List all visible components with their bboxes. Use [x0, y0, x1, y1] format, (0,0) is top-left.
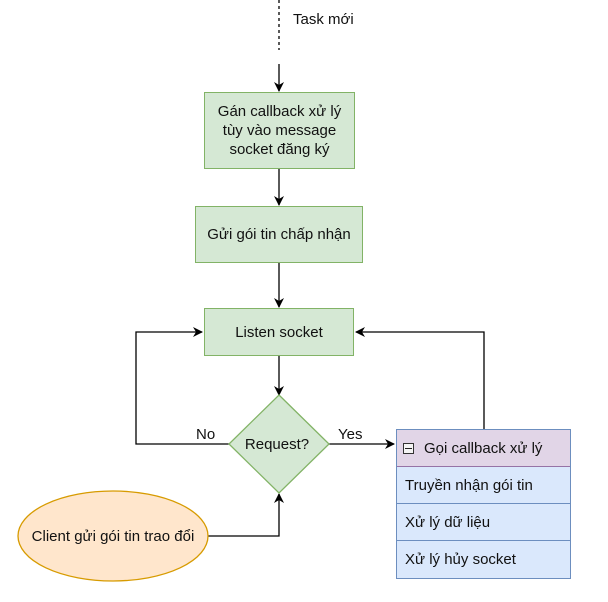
arrow-no-loop	[135, 327, 229, 445]
list-item: Xử lý dữ liệu	[397, 504, 570, 541]
yes-branch-label: Yes	[338, 426, 363, 443]
arrow-client-to-decision	[208, 493, 284, 537]
client-event-ellipse	[17, 490, 209, 582]
decision-diamond	[228, 394, 330, 494]
assign-callback-step: Gán callback xử lý tùy vào message socke…	[204, 92, 355, 169]
send-accept-step: Gửi gói tin chấp nhận	[195, 206, 363, 263]
handler-list-header: Gọi callback xử lý	[397, 430, 570, 467]
handler-list-title: Gọi callback xử lý	[424, 439, 543, 457]
list-item: Truyền nhận gói tin	[397, 467, 570, 504]
no-branch-label: No	[196, 426, 216, 443]
list-item: Xử lý hủy socket	[397, 541, 570, 579]
handler-list: Gọi callback xử lý Truyền nhận gói tin X…	[396, 429, 571, 579]
listen-socket-step: Listen socket	[204, 308, 354, 356]
decision-label: Request?	[244, 435, 310, 453]
arrow-handler-loop	[355, 327, 485, 429]
start-label: Task mới	[293, 11, 354, 28]
collapse-icon[interactable]	[403, 442, 414, 454]
client-event-label: Client gửi gói tin trao đổi	[31, 527, 195, 545]
